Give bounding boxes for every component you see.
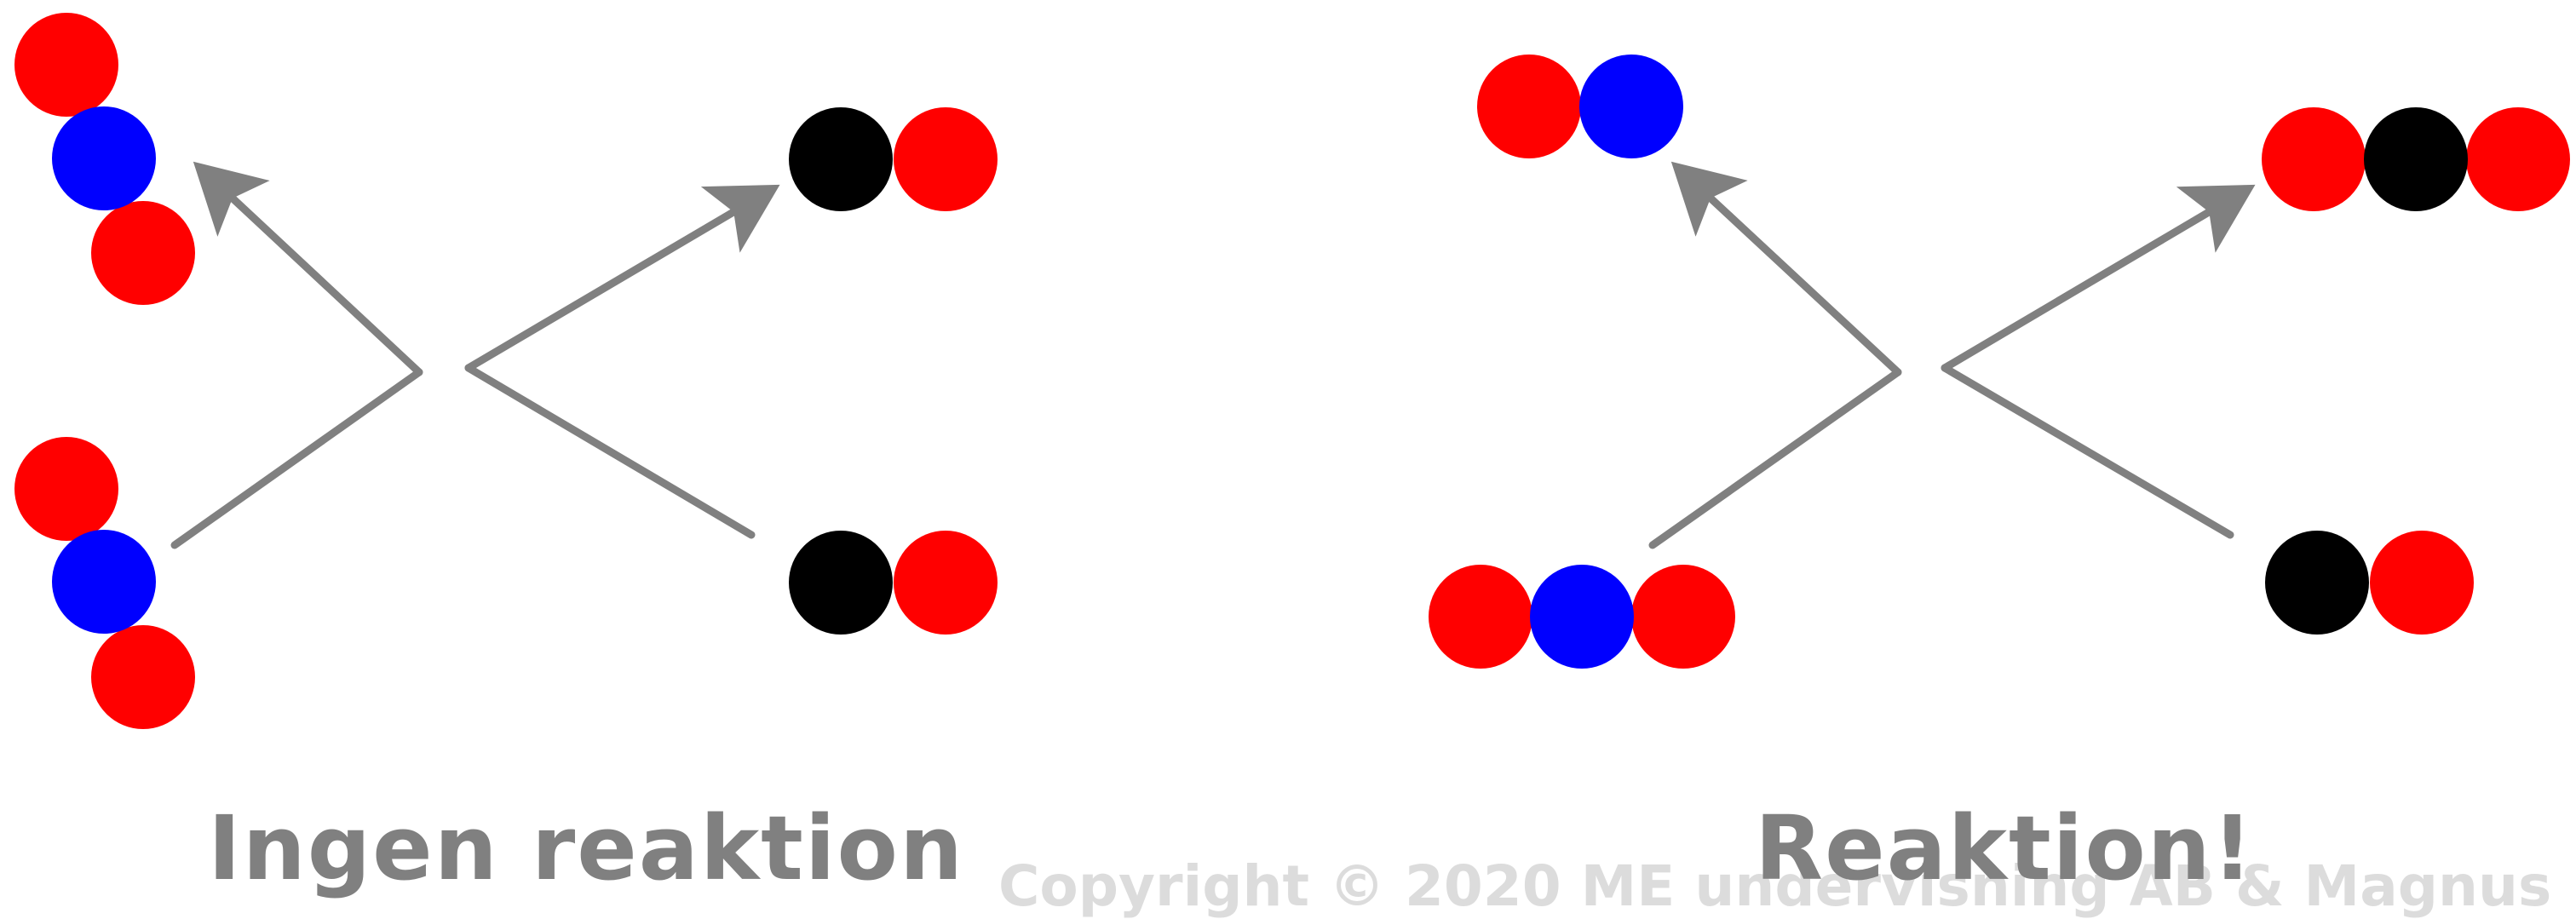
nitrogen-atom [52, 106, 156, 210]
outgoing-arrow [193, 161, 423, 376]
carbon-atom [2364, 107, 2468, 211]
oxygen-atom [91, 625, 195, 729]
left-product-co-molecule [789, 107, 998, 211]
right-reactant-co-molecule [2265, 531, 2474, 635]
outgoing-arrow [1670, 161, 1902, 376]
carbon-atom [2265, 531, 2369, 635]
nitrogen-atom [1530, 565, 1634, 669]
oxygen-atom [894, 107, 998, 211]
incoming-arrow-line [464, 364, 756, 539]
oxygen-atom [1477, 55, 1581, 158]
nitrogen-atom [52, 530, 156, 634]
oxygen-atom [1429, 565, 1532, 669]
carbon-atom [789, 531, 893, 635]
left-reactant-no2-molecule [14, 437, 195, 729]
right-panel [1429, 55, 2570, 669]
incoming-arrow-line [170, 368, 423, 549]
oxygen-atom [91, 201, 195, 305]
incoming-arrow-line [1648, 368, 1902, 549]
right-reactant-no2-molecule [1429, 565, 1735, 669]
oxygen-atom [2466, 107, 2570, 211]
right-product-no-molecule [1477, 55, 1683, 158]
oxygen-atom [1631, 565, 1735, 669]
oxygen-atom [2370, 531, 2474, 635]
left-reactant-co-molecule [789, 531, 998, 635]
outgoing-arrow [1941, 184, 2256, 372]
caption-no-reaction: Ingen reaktion [208, 796, 964, 900]
left-product-no2-molecule [14, 13, 195, 305]
incoming-arrow-line [1941, 364, 2234, 539]
oxygen-atom [14, 13, 118, 117]
nitrogen-atom [1579, 55, 1683, 158]
caption-reaction: Reaktion! [1755, 796, 2255, 900]
left-arrows [170, 161, 780, 549]
oxygen-atom [2262, 107, 2366, 211]
right-product-co2-molecule [2262, 107, 2570, 211]
left-panel [14, 13, 998, 729]
copyright-watermark: Copyright © 2020 ME undervisning AB & Ma… [998, 853, 2576, 919]
carbon-atom [789, 107, 893, 211]
oxygen-atom [14, 437, 118, 541]
outgoing-arrow [464, 184, 780, 372]
right-arrows [1648, 161, 2256, 549]
oxygen-atom [894, 531, 998, 635]
